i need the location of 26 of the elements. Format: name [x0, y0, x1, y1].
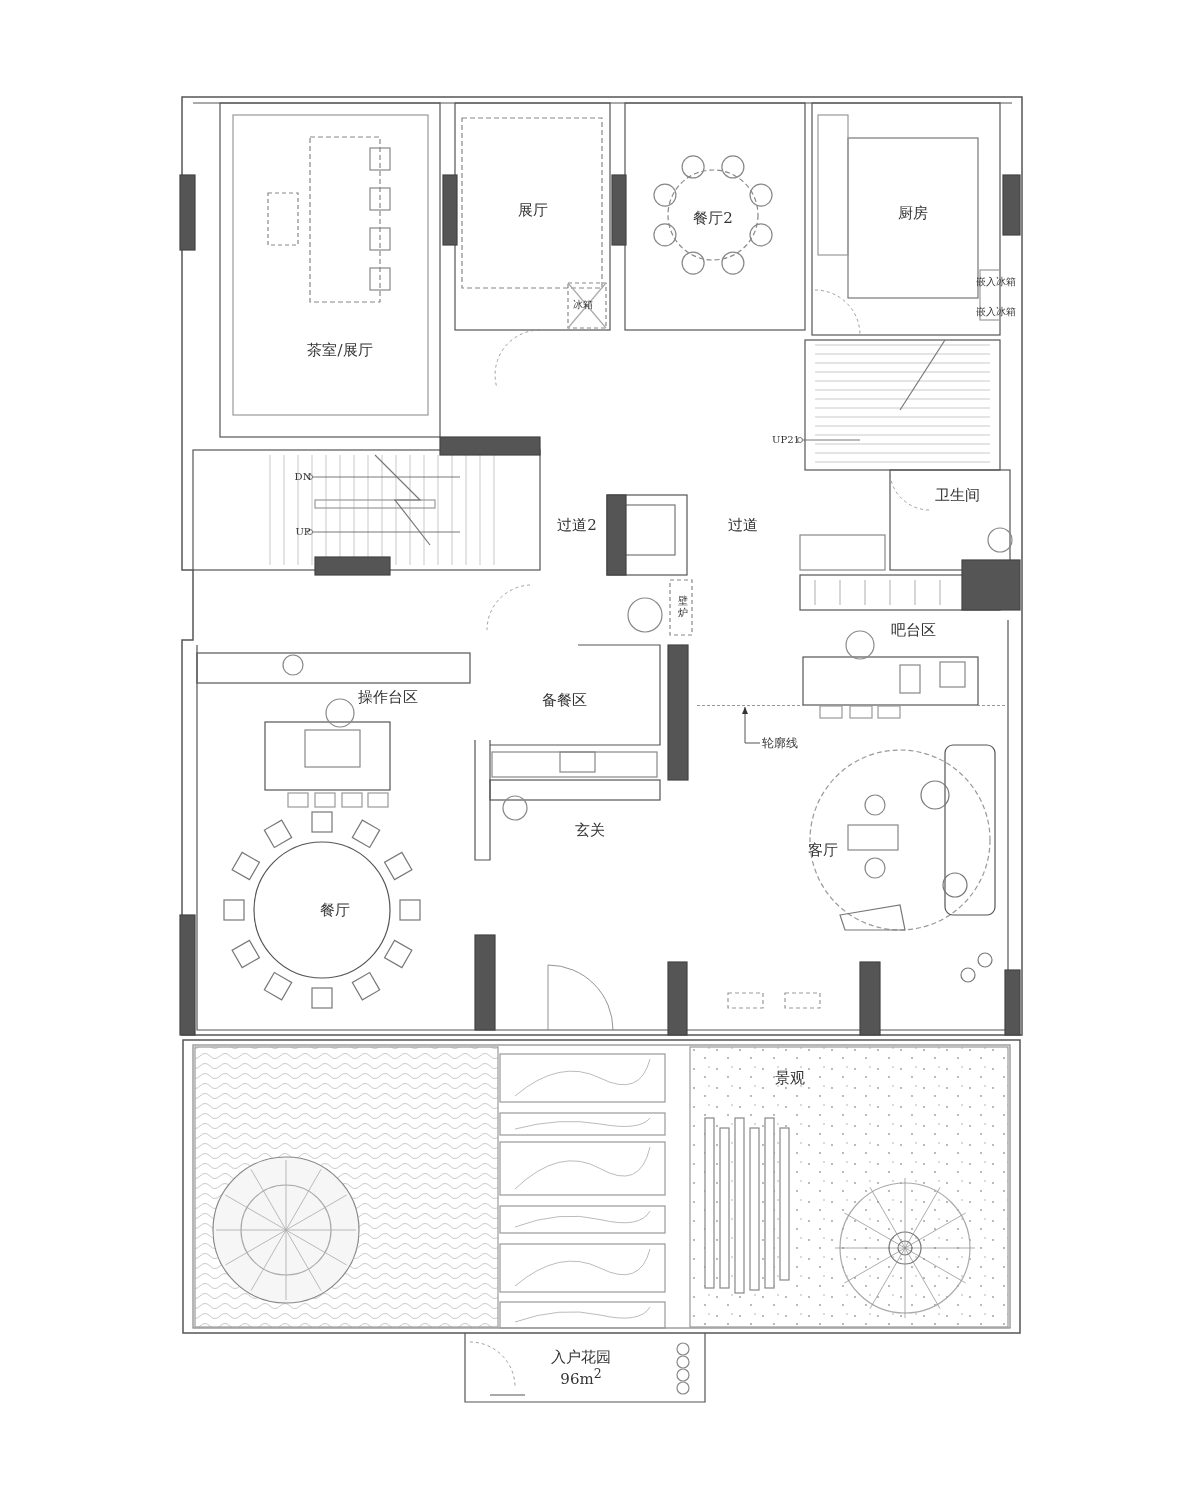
stair-label: UP: [295, 527, 311, 537]
callout-label: 轮廓线: [760, 732, 800, 754]
room-label: 玄关: [575, 822, 605, 838]
room-label: 餐厅: [320, 902, 350, 918]
room-label: 操作台区: [358, 689, 418, 705]
room-label: 备餐区: [541, 692, 587, 708]
contour-line: [697, 705, 1005, 706]
leader-line: [742, 706, 761, 744]
room-label: 厨房: [898, 205, 928, 221]
room-label: 过道2: [557, 517, 597, 533]
room-label: 吧台区: [890, 622, 936, 638]
room-label: 餐厅2: [693, 210, 733, 226]
room-label: 展厅: [518, 202, 548, 218]
room-label: 茶室/展厅: [307, 342, 373, 358]
appliance-label: 冰箱: [573, 300, 593, 310]
appliance-label: 壁炉: [677, 595, 689, 619]
room-label: 客厅: [808, 842, 838, 858]
room-label: 过道: [728, 517, 758, 533]
room-label: 入户花园: [551, 1349, 611, 1365]
appliance-label: 嵌入冰箱: [976, 277, 1016, 287]
stair-label: UP21: [772, 435, 800, 445]
appliance-label: 嵌入冰箱: [976, 307, 1016, 317]
room-label: 景观: [775, 1070, 805, 1086]
room-label: 卫生间: [934, 487, 980, 503]
area-label: 96m$^{2}$: [560, 1367, 602, 1387]
stair-label: DN: [294, 472, 312, 482]
